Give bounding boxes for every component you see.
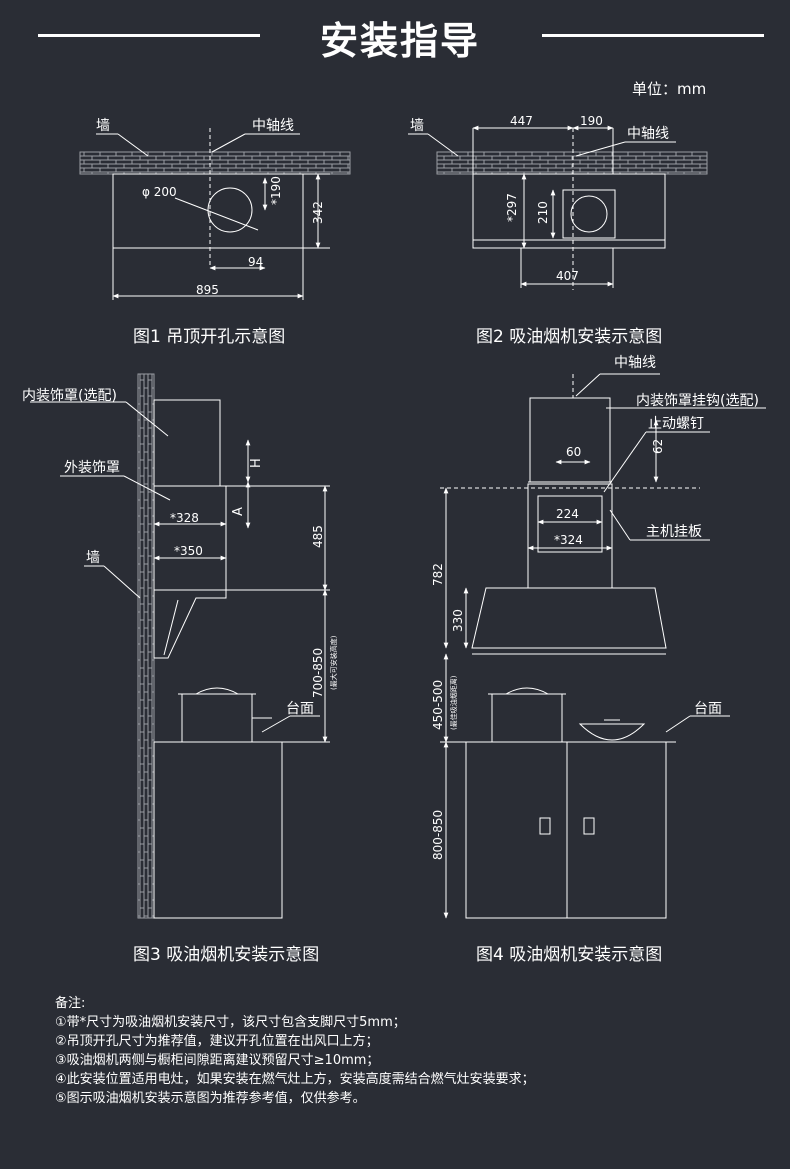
fig4-inner-cover [529,397,611,483]
fig4-dim-450: 450-500 [431,680,445,730]
fig4-axis-label: 中轴线 [614,355,656,371]
note-item: ①带*尺寸为吸油烟机安装尺寸，该尺寸包含支脚尺寸5mm； [55,1015,406,1030]
fig4-front-view: 中轴线 内装饰罩挂钩(选配) 止动螺钉 60 62 224 *324 主机挂板 … [431,355,766,919]
title-rule-left [38,34,260,37]
fig1-ceiling-cutout: 墙 中轴线 φ 200 *190 342 94 895 [79,118,351,300]
fig1-dim-94: 94 [248,255,263,269]
fig4-hood-body [471,587,667,649]
fig3-counter-label: 台面 [286,701,314,717]
fig4-wok [578,719,646,741]
fig3-wall-label: 墙 [86,550,100,566]
fig3-wall-brick [137,373,155,919]
fig2-dim-297: *297 [505,193,519,222]
fig4-dim-800: 800-850 [431,810,445,860]
fig4-dim-330: 330 [451,609,465,632]
fig3-caption: 图3 吸油烟机安装示意图 [133,945,320,965]
fig2-fan-circle [570,195,608,233]
title-rule-right [542,34,764,37]
fig3-inner-cover-label: 内装饰罩(选配) [22,388,117,404]
fig4-handle-left [539,817,551,835]
note-item: ④此安装位置适用电灶，如果安装在燃气灶上方，安装高度需结合燃气灶安装要求； [55,1072,535,1087]
fig3-dim-A: A [231,507,246,516]
notes-block: 备注: ①带*尺寸为吸油烟机安装尺寸，该尺寸包含支脚尺寸5mm； ②吊顶开孔尺寸… [55,994,535,1108]
fig4-handle-right [583,817,595,835]
fig3-side-view: 内装饰罩(选配) 外装饰罩 墙 H A *328 *350 485 700-85… [22,373,338,919]
fig4-dim-62: 62 [651,439,665,454]
fig2-wall-label: 墙 [410,118,424,134]
fig3-dim-700: 700-850 [311,648,325,698]
fig2-hood-outline [472,173,666,249]
fig4-screw-label: 止动螺钉 [648,416,704,432]
fig2-axis-label: 中轴线 [627,126,669,142]
header: 安装指导 [0,0,790,70]
note-item: ②吊顶开孔尺寸为推荐值，建议开孔位置在出风口上方； [55,1034,379,1049]
fig1-cutout-circle [207,187,253,233]
fig3-dim-350: *350 [174,544,203,558]
fig4-dim-782: 782 [431,563,445,586]
fig3-hood-body [153,589,227,659]
fig4-pot [491,693,563,743]
fig3-dim-485: 485 [311,525,325,548]
fig1-dim-342: 342 [311,201,325,224]
fig3-outer-cover [153,485,227,591]
note-item: ③吸油烟机两侧与橱柜间隙距离建议预留尺寸≥10mm； [55,1053,380,1068]
fig4-dim-224: 224 [556,507,579,521]
fig3-pot [181,693,253,743]
fig1-dim-895: 895 [196,283,219,297]
notes-title: 备注: [55,996,86,1011]
fig3-cabinet [153,741,283,919]
fig4-cabinet [465,741,667,919]
fig3-dim-328: *328 [170,511,199,525]
fig2-caption: 图2 吸油烟机安装示意图 [476,327,663,347]
fig1-dim-190: *190 [269,176,283,205]
fig1-ceiling-brick [79,151,351,175]
fig1-wall-label: 墙 [96,118,110,134]
fig3-outer-cover-label: 外装饰罩 [64,460,120,476]
fig4-dim-324: *324 [554,533,583,547]
fig1-axis-label: 中轴线 [252,118,294,134]
fig4-caption: 图4 吸油烟机安装示意图 [476,945,663,965]
fig2-dim-210: 210 [536,201,550,224]
fig4-board-label: 主机挂板 [646,524,702,540]
note-item: ⑤图示吸油烟机安装示意图为推荐参考值，仅供参考。 [55,1091,366,1106]
page-title: 安装指导 [319,19,480,63]
fig2-ceiling-brick [436,151,708,175]
fig3-note-small: (最大可安装高度) [329,635,338,690]
fig2-dim-190: 190 [580,114,603,128]
fig2-hood-top-view: 墙 中轴线 447 190 *297 210 407 [408,114,708,290]
fig3-dim-H: H [249,458,264,468]
fig4-counter-label: 台面 [694,701,722,717]
fig2-dim-407: 407 [556,269,579,283]
fig4-hook-label: 内装饰罩挂钩(选配) [636,393,759,409]
fig1-hood-outline [112,173,304,249]
fig4-dim-60: 60 [566,445,581,459]
fig3-inner-cover [153,399,221,487]
unit-label: 单位：mm [632,80,707,98]
fig2-dim-447: 447 [510,114,533,128]
fig1-diameter: φ 200 [142,185,177,199]
fig1-caption: 图1 吊顶开孔示意图 [133,327,286,347]
fig4-note-small: (最佳吸油烟距离) [449,675,458,730]
fig2-motor-plate [562,189,616,239]
